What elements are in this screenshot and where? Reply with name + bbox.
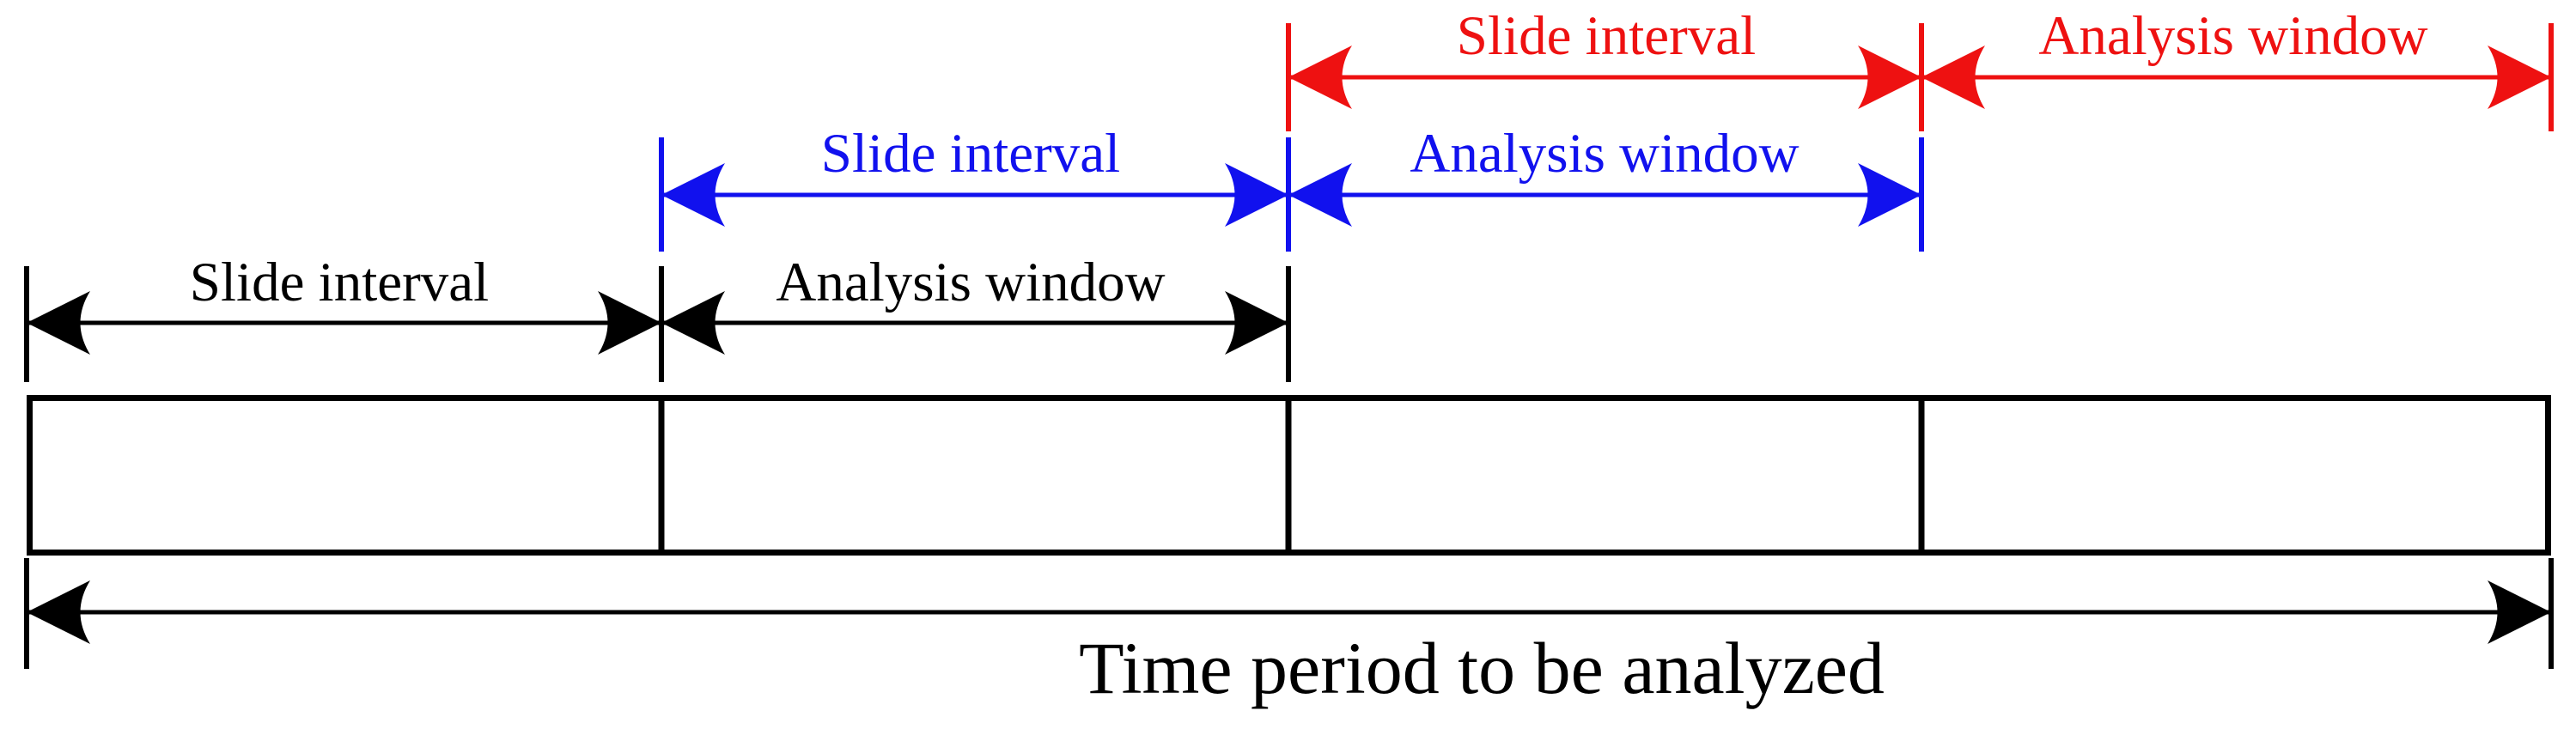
third-row-arrowhead-right2-icon bbox=[2488, 46, 2551, 109]
second-row-arrowhead-right2-icon bbox=[1858, 163, 1921, 227]
second-row-analysis-window-label: Analysis window bbox=[1410, 123, 1800, 185]
time-span-arrowhead-right-icon bbox=[2488, 580, 2551, 644]
first-row-arrowhead-left-icon bbox=[27, 291, 90, 355]
third-window-arrow-row bbox=[1286, 23, 2554, 131]
second-window-arrow-row bbox=[659, 137, 1924, 252]
second-row-arrowhead-left2-icon bbox=[1288, 163, 1352, 227]
timeline-box bbox=[27, 395, 2551, 556]
second-row-slide-interval-label: Slide interval bbox=[820, 123, 1121, 185]
first-row-arrowhead-right-icon bbox=[598, 291, 661, 355]
first-window-arrow-row bbox=[24, 266, 1291, 382]
third-row-arrowhead-right-icon bbox=[1858, 46, 1921, 109]
first-row-analysis-window-label: Analysis window bbox=[776, 252, 1166, 313]
third-row-arrowhead-left2-icon bbox=[1921, 46, 1985, 109]
time-span-arrowhead-left-icon bbox=[27, 580, 90, 644]
first-row-arrowhead-left2-icon bbox=[661, 291, 725, 355]
third-row-slide-interval-label: Slide interval bbox=[1456, 5, 1757, 67]
time-period-label: Time period to be analyzed bbox=[1079, 627, 1885, 709]
first-row-slide-interval-label: Slide interval bbox=[189, 252, 490, 313]
third-row-arrowhead-left-icon bbox=[1288, 46, 1352, 109]
first-row-arrowhead-right2-icon bbox=[1225, 291, 1288, 355]
second-row-arrowhead-left-icon bbox=[661, 163, 725, 227]
time-span-arrow bbox=[24, 558, 2554, 669]
second-row-arrowhead-right-icon bbox=[1225, 163, 1288, 227]
third-row-analysis-window-label: Analysis window bbox=[2038, 5, 2428, 67]
